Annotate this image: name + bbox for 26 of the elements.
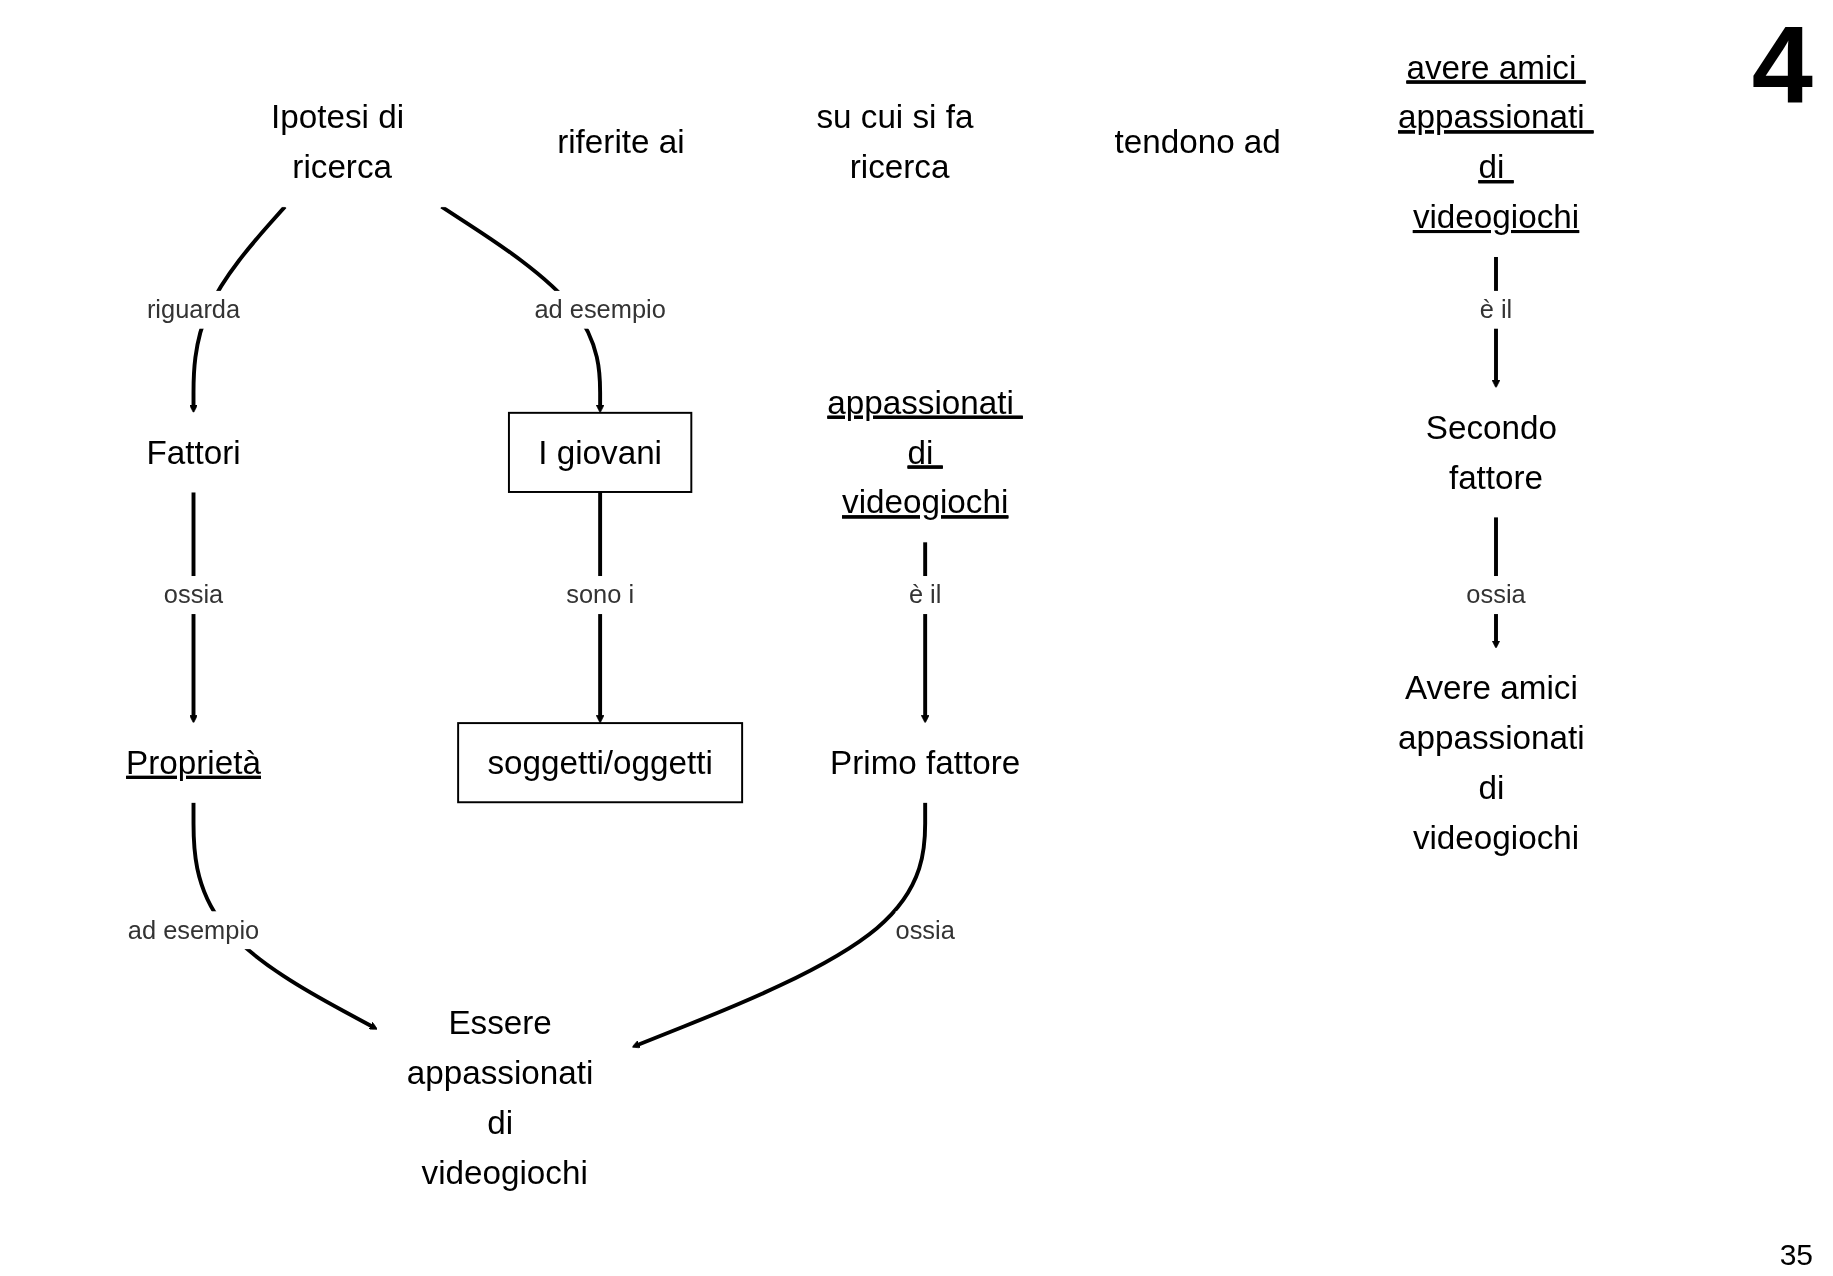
- node-text: Fattori: [146, 433, 241, 471]
- node-text: su cui si fa ricerca: [816, 98, 974, 186]
- node-text: tendono ad: [1114, 123, 1281, 161]
- slide-number: 4: [1751, 1, 1813, 127]
- node-text: appassionati di videogiochi: [827, 383, 1014, 521]
- edge-label: ad esempio: [534, 294, 666, 324]
- node-text: Proprietà: [126, 743, 261, 781]
- edge-label: è il: [1479, 294, 1513, 324]
- node-text: Ipotesi di ricerca: [271, 98, 405, 186]
- node-text: avere amici appassionati di videogiochi: [1398, 48, 1585, 235]
- node-box: I giovani: [507, 411, 693, 493]
- page-number: 35: [1779, 1238, 1813, 1272]
- node-text: Primo fattore: [830, 743, 1021, 781]
- edge-label: ossia: [1466, 579, 1526, 610]
- edge-label: ossia: [895, 915, 955, 945]
- arrow: [631, 802, 928, 1049]
- node-text: Essere appassionati di videogiochi: [406, 1004, 594, 1191]
- edge-label: ossia: [163, 579, 224, 610]
- edge-label: è il: [908, 579, 942, 610]
- node-box: soggetti/oggetti: [457, 722, 744, 804]
- node-text: Avere amici appassionati di videogiochi: [1398, 668, 1585, 856]
- edge-label: riguarda: [146, 294, 241, 324]
- node-text: Secondo fattore: [1425, 408, 1557, 496]
- edge-label: ad esempio: [127, 915, 260, 945]
- edge-label: sono i: [566, 579, 635, 610]
- node-text: riferite ai: [557, 123, 685, 161]
